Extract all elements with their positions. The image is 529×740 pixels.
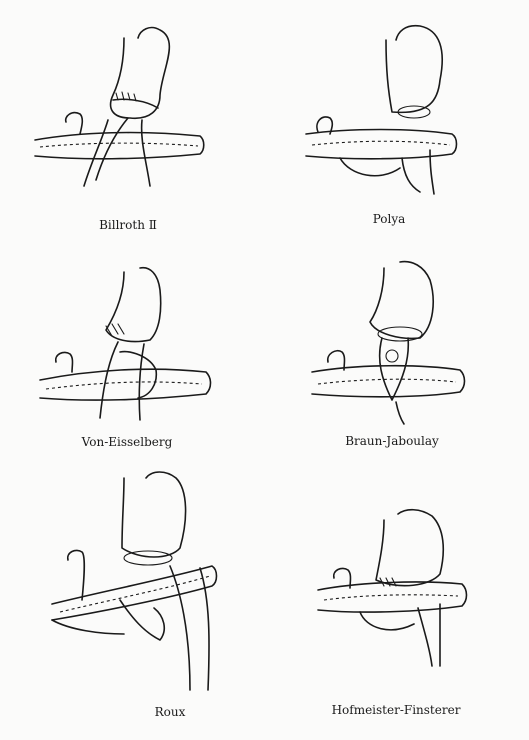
diagram-polya — [306, 26, 457, 194]
caption-von-eisselberg: Von-Eisselberg — [82, 435, 173, 449]
diagram-roux — [52, 472, 217, 690]
diagram-billroth-2 — [35, 28, 204, 186]
caption-hofmeister-finsterer: Hofmeister-Finsterer — [332, 703, 461, 717]
caption-roux: Roux — [155, 705, 186, 719]
caption-polya: Polya — [373, 212, 406, 226]
caption-braun-jaboulay: Braun-Jaboulay — [345, 434, 439, 448]
diagram-braun-jaboulay — [312, 262, 465, 424]
diagram-hofmeister-finsterer — [318, 510, 467, 666]
diagram-von-eisselberg — [40, 268, 211, 420]
caption-billroth-2: Billroth Ⅱ — [99, 218, 157, 232]
